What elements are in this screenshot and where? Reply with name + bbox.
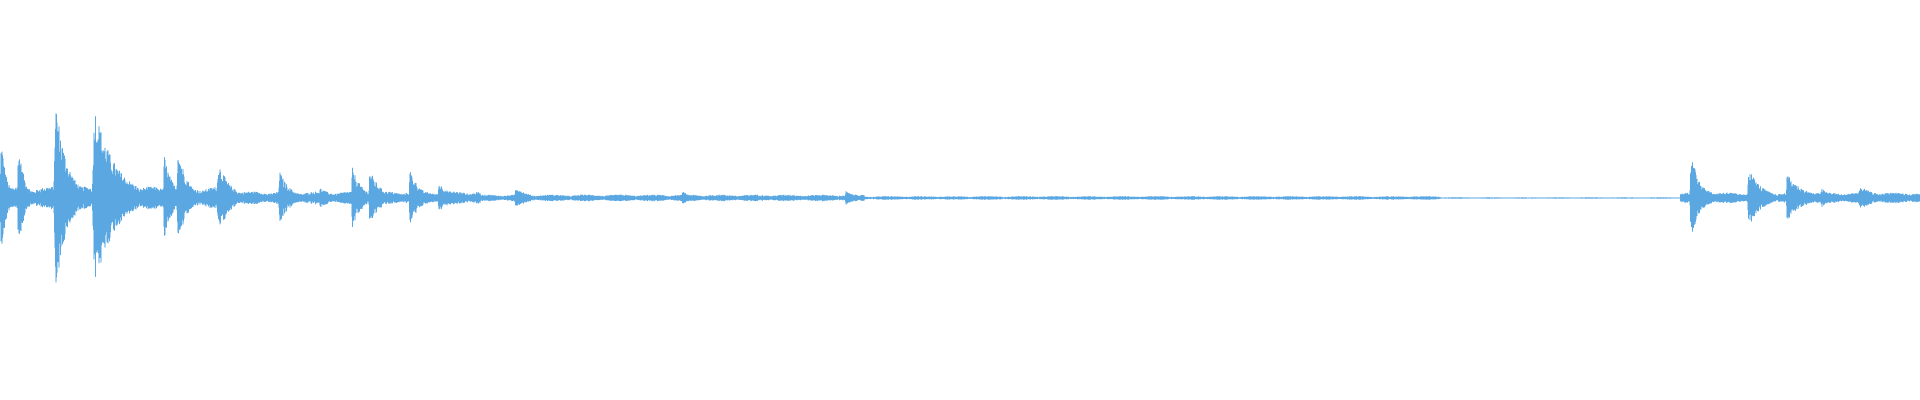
- waveform-trace: [0, 113, 1920, 283]
